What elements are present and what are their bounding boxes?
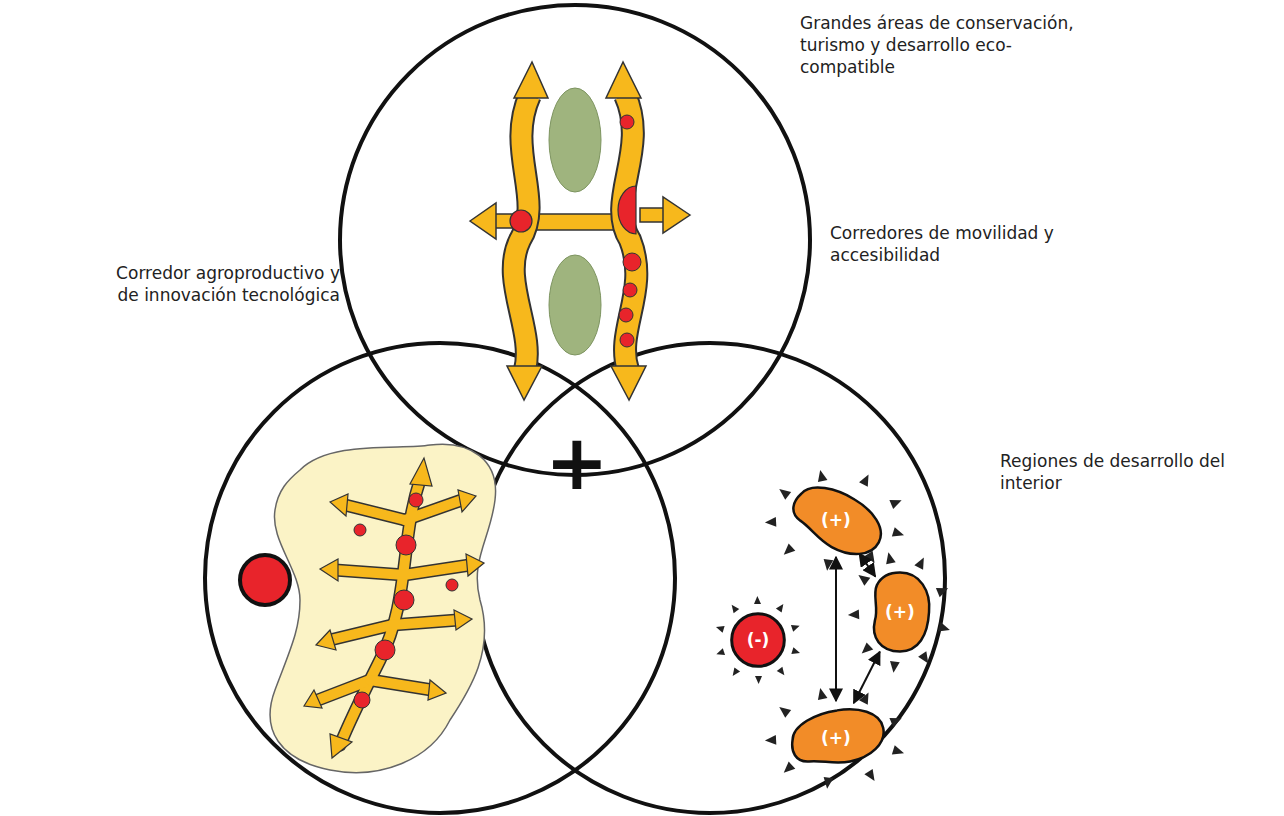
- radiating-arrow: [824, 559, 834, 571]
- radiating-arrow: [862, 642, 874, 653]
- connector-arrow: [854, 652, 880, 703]
- radiating-arrow: [914, 558, 923, 570]
- radiating-arrow: [776, 604, 783, 613]
- radiating-arrow: [765, 735, 776, 745]
- node-sign: (+): [821, 510, 851, 530]
- radiating-arrow: [889, 718, 901, 727]
- radiating-arrow: [858, 575, 870, 586]
- region-label: Corredor agroproductivo y de innovación …: [95, 262, 340, 306]
- radiating-arrow: [890, 661, 900, 673]
- radiating-arrow: [754, 596, 761, 604]
- node-sign: (+): [821, 728, 851, 748]
- radiating-arrow: [892, 527, 904, 536]
- radiating-arrow: [716, 648, 725, 655]
- radiating-arrow: [824, 777, 834, 789]
- radiating-arrow: [716, 626, 725, 633]
- radiating-arrow: [936, 588, 948, 597]
- development-region: (+): [867, 570, 933, 654]
- region-label: Grandes áreas de conservación, turismo y…: [800, 12, 1090, 78]
- radiating-arrow: [864, 769, 874, 781]
- radiating-arrow: [892, 745, 904, 754]
- radiating-arrow: [777, 667, 785, 676]
- radiating-arrow: [938, 622, 950, 631]
- radiating-arrow: [818, 470, 828, 482]
- node-sign: (+): [885, 602, 915, 622]
- radiating-arrow: [791, 625, 800, 632]
- radiating-arrow: [889, 500, 901, 509]
- radiating-arrow: [859, 474, 868, 486]
- venn-circle: [340, 5, 810, 475]
- radiating-arrow: [755, 676, 762, 684]
- radiating-arrow: [818, 688, 828, 700]
- node-sign: (-): [747, 630, 770, 650]
- venn-circle: [475, 343, 945, 813]
- development-region: (+): [784, 706, 888, 770]
- region-label: Regiones de desarrollo del interior: [1000, 450, 1255, 494]
- connector-arrow: [835, 557, 837, 701]
- radiating-arrow: [886, 552, 896, 564]
- radiating-arrow: [784, 544, 796, 555]
- agro-corridor-illustration: [240, 444, 496, 772]
- corridor-illustration: [470, 62, 690, 400]
- radiating-arrow: [765, 517, 776, 527]
- radiating-arrow: [848, 610, 859, 620]
- radiating-arrow: [784, 762, 796, 773]
- region-label: Corredores de movilidad y accesibilidad: [830, 222, 1075, 266]
- radiating-arrow: [733, 667, 740, 676]
- radiating-arrow: [732, 605, 740, 614]
- radiating-arrow: [779, 707, 791, 718]
- negative-pole: (-): [730, 612, 786, 668]
- venn-center-symbol: +: [545, 425, 605, 501]
- venn-circle: [205, 343, 675, 813]
- radiating-arrow: [918, 651, 928, 663]
- development-region: (+): [784, 488, 888, 552]
- radiating-arrow: [791, 647, 800, 654]
- connector-arrow: [859, 554, 875, 577]
- radiating-arrow: [859, 692, 868, 704]
- radiating-arrow: [779, 489, 791, 500]
